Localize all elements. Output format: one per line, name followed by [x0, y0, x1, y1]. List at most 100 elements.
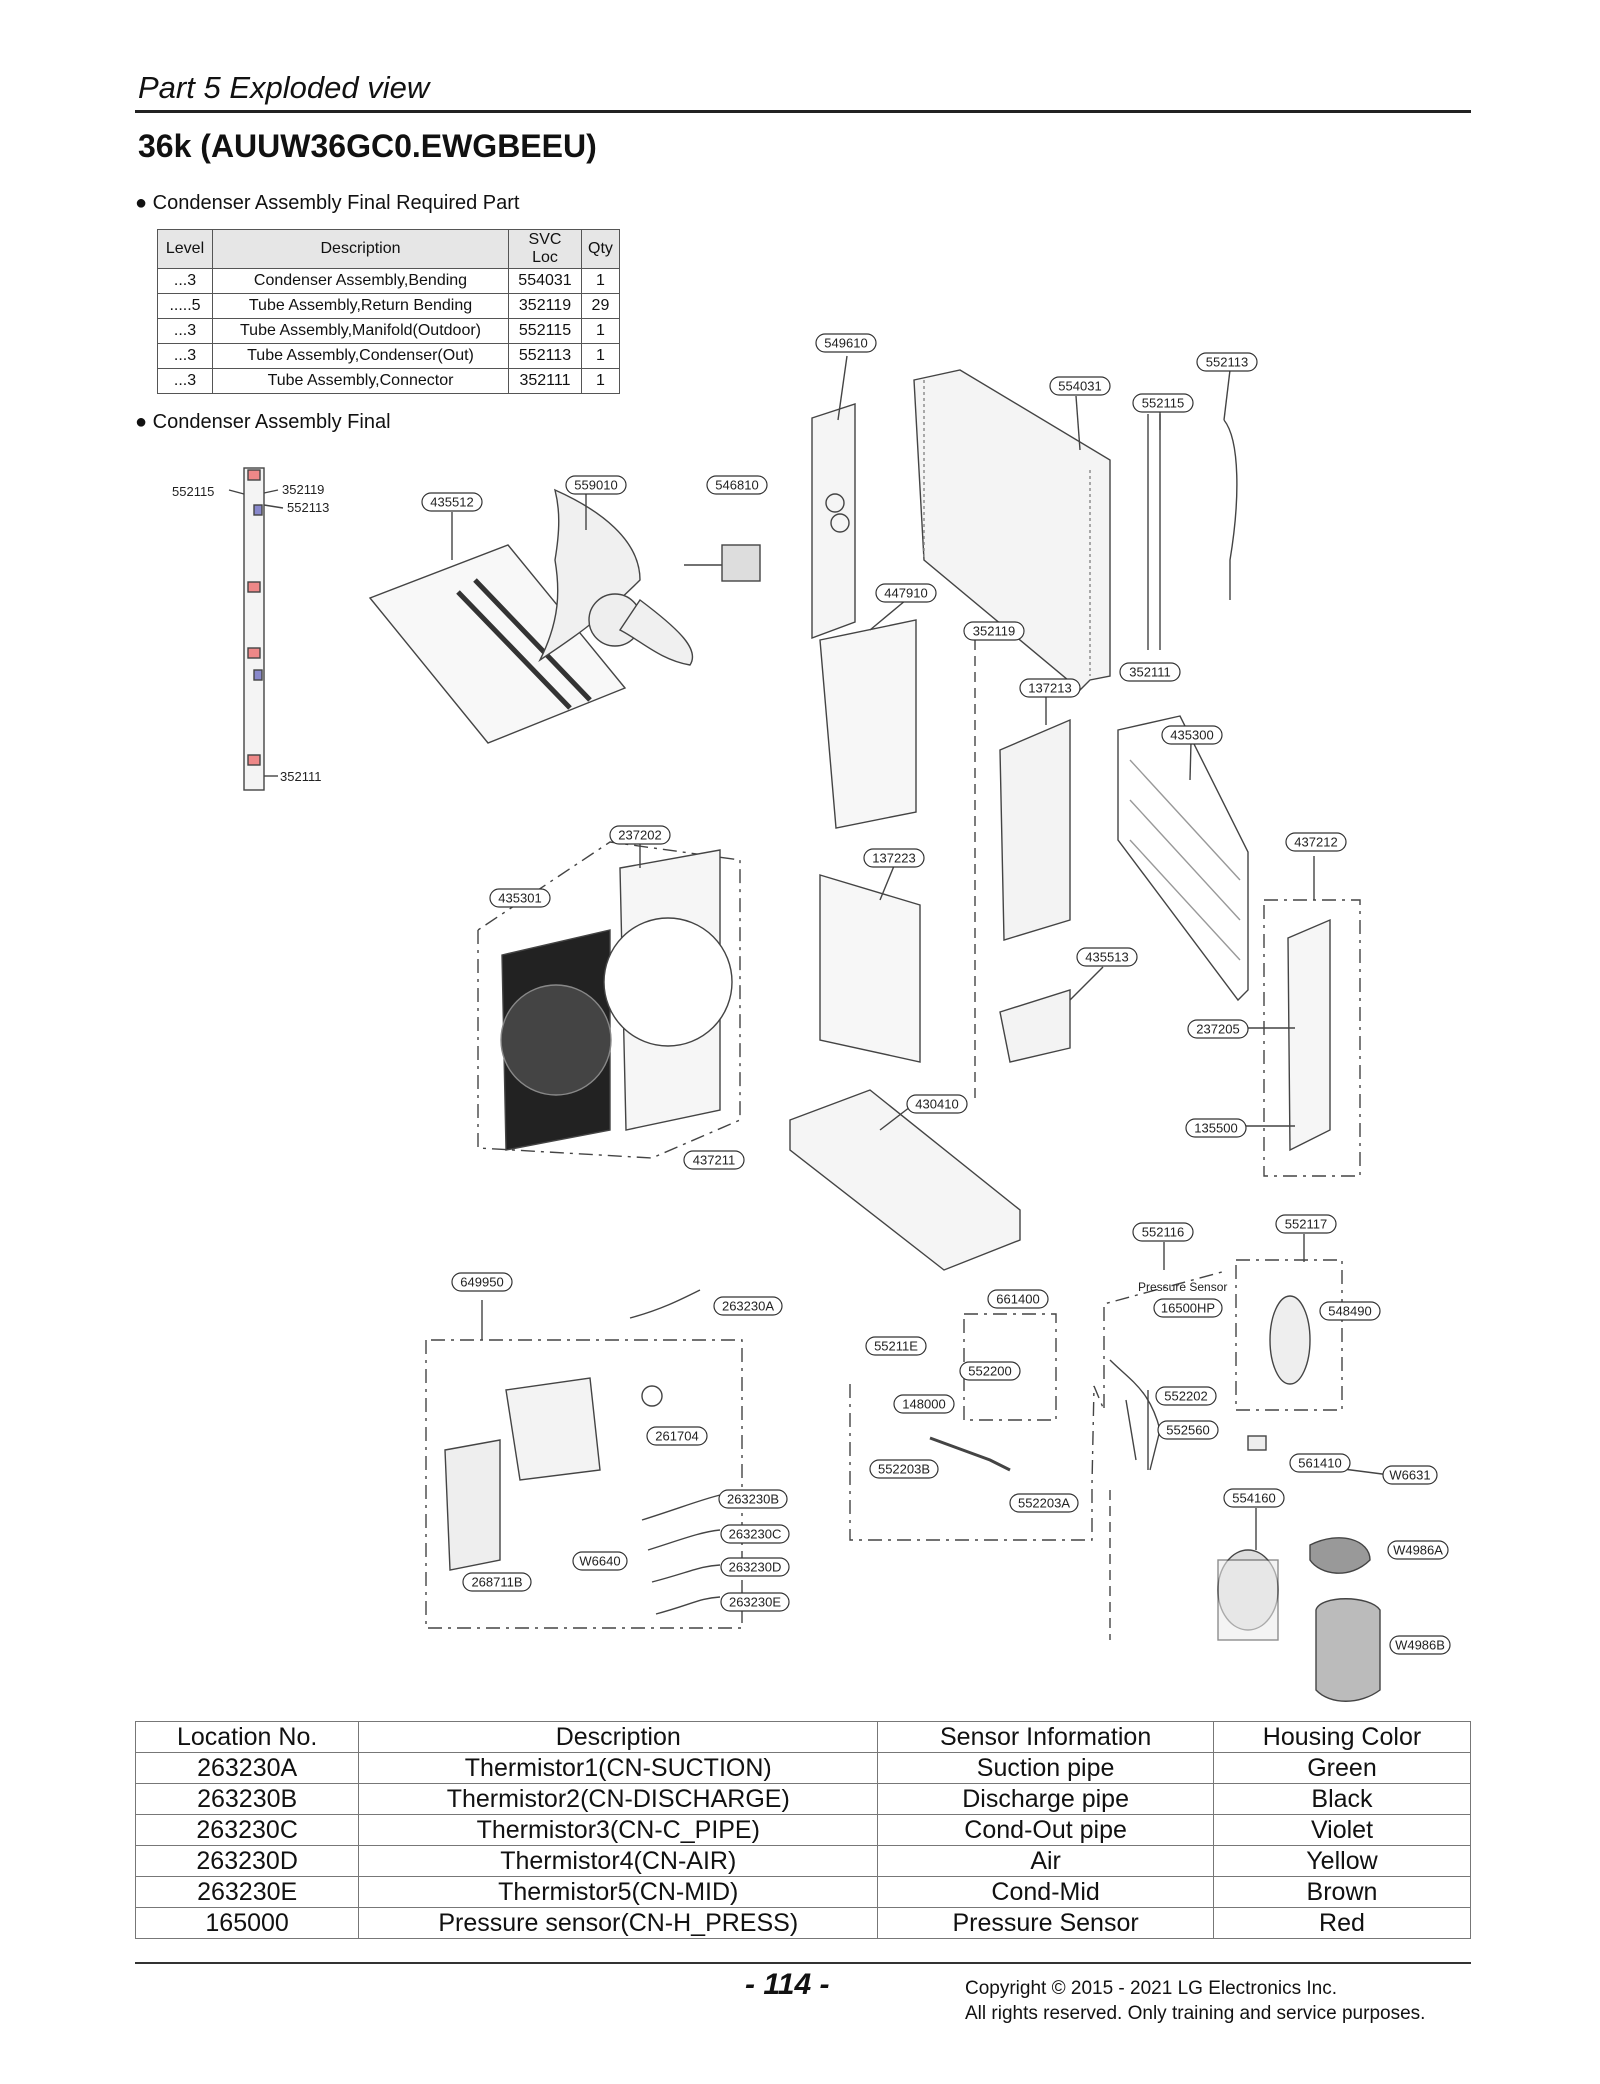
part-callout: 559010: [565, 475, 627, 495]
table-cell: 554031: [508, 268, 582, 294]
table-cell: Tube Assembly,Manifold(Outdoor): [212, 318, 509, 344]
callout-label: 554031: [1058, 378, 1101, 393]
callout-label: 430410: [915, 1096, 958, 1111]
callout-label: W6631: [1389, 1467, 1430, 1482]
required-part-heading: ● Condenser Assembly Final Required Part: [135, 192, 520, 214]
table-cell: Thermistor5(CN-MID): [358, 1876, 879, 1908]
callout-label: 263230D: [729, 1559, 782, 1574]
part-callout: 435301: [489, 888, 551, 908]
strip-label: 552113: [287, 500, 329, 515]
table-cell: .....5: [157, 293, 213, 319]
callout-label: 437211: [693, 1152, 735, 1167]
part-callout: 55211E: [865, 1336, 927, 1356]
callout-label: 261704: [655, 1428, 698, 1443]
table-cell: 263230C: [134, 1814, 360, 1846]
callout-bubble: [1382, 1465, 1438, 1485]
callout-label: 552560: [1166, 1422, 1209, 1437]
callout-label: 552203B: [878, 1461, 930, 1476]
callout-label: 237202: [618, 827, 661, 842]
part-callout: 148000: [893, 1394, 955, 1414]
table-cell: Thermistor4(CN-AIR): [358, 1845, 879, 1877]
callout-bubble: [1161, 725, 1223, 745]
part-callout: 435300: [1161, 725, 1223, 745]
column-header: Description: [212, 229, 509, 269]
part-callout: 552203B: [869, 1459, 939, 1479]
callout-label: 552113: [1206, 354, 1248, 369]
column-header: Sensor Information: [877, 1721, 1214, 1753]
copyright: Copyright © 2015 - 2021 LG Electronics I…: [965, 1976, 1425, 2026]
callout-bubble: [1076, 947, 1138, 967]
callout-bubble: [646, 1426, 708, 1446]
table-cell: Green: [1212, 1752, 1472, 1784]
part-callout: W6631: [1382, 1465, 1438, 1485]
part-callout: 552115: [1132, 393, 1194, 413]
callout-label: 135500: [1194, 1120, 1237, 1135]
part-callout: 263230C: [720, 1524, 790, 1544]
callout-bubble: [987, 1289, 1049, 1309]
table-cell: Red: [1212, 1907, 1472, 1939]
callout-bubble: [572, 1551, 628, 1571]
sensor-table: Location No. Description Sensor Informat…: [134, 1721, 1472, 1939]
callout-label: 447910: [884, 585, 927, 600]
part-callout: 554031: [1049, 376, 1111, 396]
table-cell: 552115: [508, 318, 582, 344]
table-header-row: Location No. Description Sensor Informat…: [134, 1721, 1472, 1753]
part-callout: 352119: [963, 621, 1025, 641]
callout-bubble: [609, 825, 671, 845]
callout-label: 435301: [498, 890, 541, 905]
callout-bubble: [489, 888, 551, 908]
callout-label: 546810: [715, 477, 758, 492]
part-callout: 552116: [1132, 1222, 1194, 1242]
callout-bubble: [1285, 832, 1347, 852]
callout-bubble: [815, 333, 877, 353]
callout-label: 268711B: [471, 1574, 522, 1589]
callout-label: 437212: [1294, 834, 1337, 849]
callout-bubble: [1019, 678, 1081, 698]
part-callout: 552203A: [1009, 1493, 1079, 1513]
callout-label: 16500HP: [1161, 1300, 1215, 1315]
callout-label: 561410: [1298, 1455, 1341, 1470]
callout-bubble: [869, 1459, 939, 1479]
column-header: Location No.: [134, 1721, 360, 1753]
part-callout: 435512: [421, 492, 483, 512]
callout-bubble: [1049, 376, 1111, 396]
exploded-view-diagram: 552115 352119 552113 352111 Pressure Sen…: [172, 333, 1451, 1702]
table-cell: Air: [877, 1845, 1214, 1877]
callout-bubble: [718, 1489, 788, 1509]
callout-bubble: [1387, 1540, 1449, 1560]
callout-label: 237205: [1196, 1021, 1239, 1036]
part-callout: W4986B: [1389, 1635, 1451, 1655]
callout-bubble: [451, 1272, 513, 1292]
part-callout: 549610: [815, 333, 877, 353]
callout-bubble: [683, 1150, 745, 1170]
table-cell: 352111: [508, 368, 582, 394]
callout-bubble: [462, 1572, 532, 1592]
callout-bubble: [1185, 1118, 1247, 1138]
callout-label: 548490: [1328, 1303, 1371, 1318]
callout-label: 263230E: [729, 1594, 781, 1609]
page-number: - 114 -: [745, 1968, 830, 2001]
callout-bubble: [1196, 352, 1258, 372]
callout-label: 263230B: [727, 1491, 779, 1506]
table-cell: ...3: [157, 268, 213, 294]
table-cell: 352119: [508, 293, 582, 319]
part-callout: 552113: [1196, 352, 1258, 372]
copyright-line: All rights reserved. Only training and s…: [965, 2003, 1426, 2024]
table-cell: Violet: [1212, 1814, 1472, 1846]
table-cell: 263230A: [134, 1752, 360, 1784]
callout-bubble: [1153, 1298, 1223, 1318]
callout-bubble: [906, 1094, 968, 1114]
callout-bubble: [893, 1394, 955, 1414]
table-cell: 165000: [134, 1907, 360, 1939]
table-cell: Pressure sensor(CN-H_PRESS): [358, 1907, 879, 1939]
callout-label: 55211E: [874, 1338, 918, 1353]
part-callout: 552117: [1275, 1214, 1337, 1234]
callout-label: 552115: [1142, 395, 1184, 410]
table-cell: Black: [1212, 1783, 1472, 1815]
callout-label: 552117: [1285, 1216, 1327, 1231]
pressure-sensor-label: Pressure Sensor: [1138, 1280, 1227, 1294]
